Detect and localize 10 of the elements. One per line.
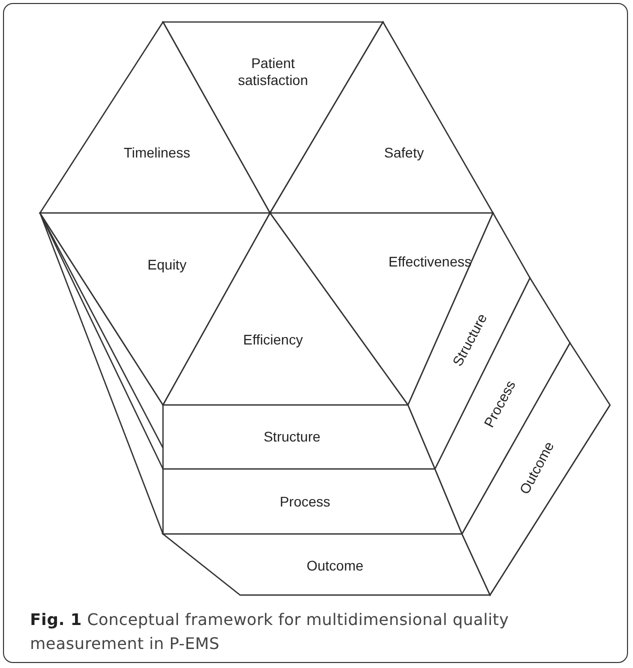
figure-caption: Fig. 1 Conceptual framework for multidimensional quality measurement in P-EMS — [30, 609, 510, 655]
segment-label: Safety — [384, 144, 424, 162]
segment-label: Effectiveness — [388, 254, 472, 270]
segment-label: Efficiency — [243, 332, 303, 348]
segment-label: Equity — [148, 256, 186, 274]
segment-label: Patient satisfaction — [236, 55, 310, 89]
segment-label: Outcome — [306, 558, 364, 574]
segment-label: Process — [280, 494, 330, 510]
segment-label: Timeliness — [124, 144, 190, 162]
segment-label: Structure — [264, 428, 320, 446]
